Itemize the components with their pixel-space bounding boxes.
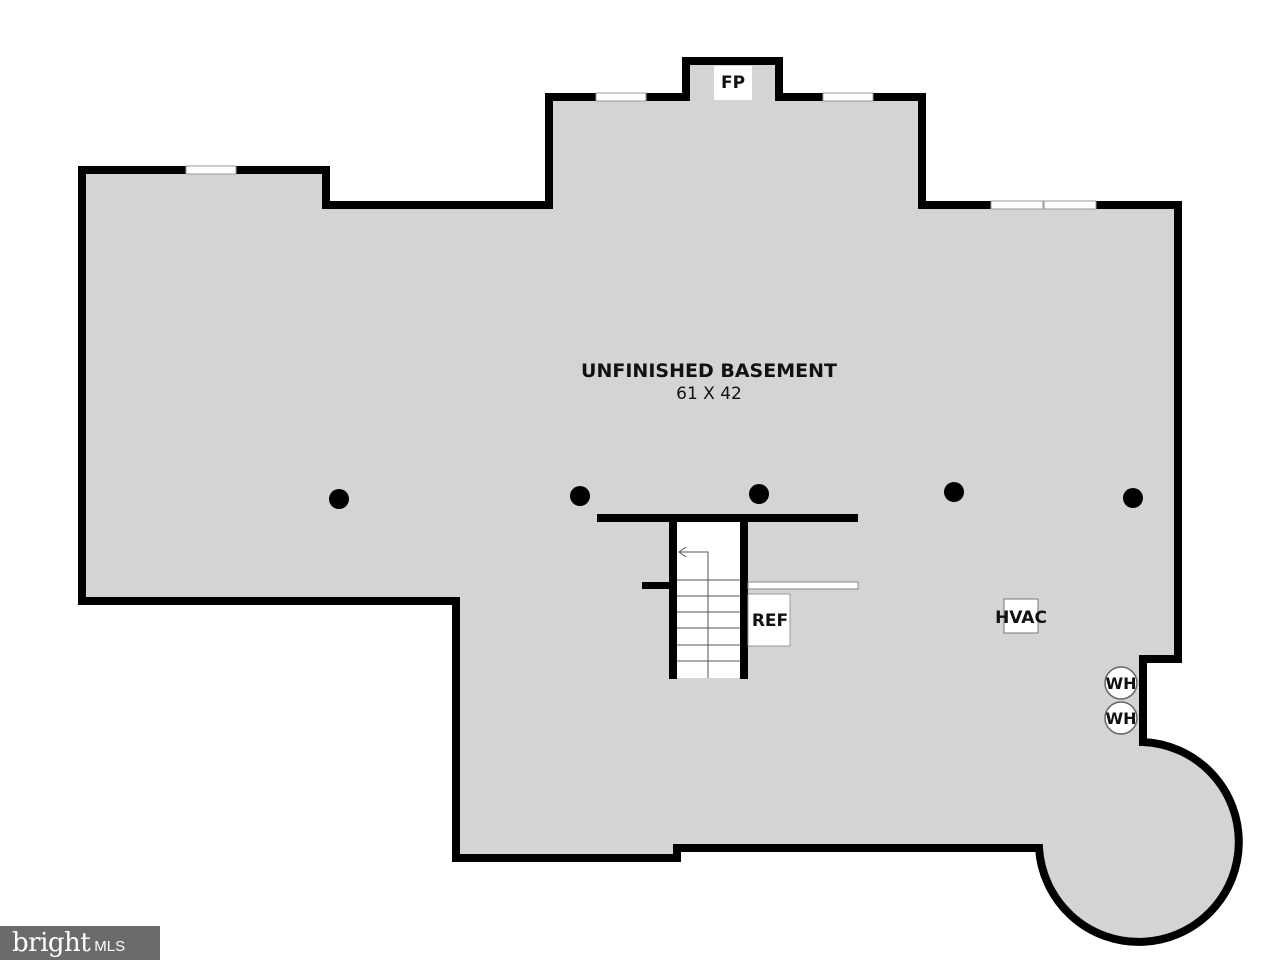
support-columns — [329, 482, 1143, 509]
bright-mls-watermark: bright MLS — [0, 926, 160, 960]
support-column — [749, 484, 769, 504]
stair-wall-top — [597, 514, 858, 522]
counter-shelf — [747, 581, 859, 590]
window-top-right — [822, 92, 874, 102]
stair-wall-right — [740, 522, 748, 679]
refrigerator-box — [747, 593, 791, 647]
room-dimensions: 61 X 42 — [676, 384, 742, 404]
stair-stub-wall — [642, 582, 670, 589]
support-column — [1123, 488, 1143, 508]
water-heater-label: WH — [1105, 674, 1136, 693]
watermark-brand: bright — [12, 928, 91, 958]
window-top-left — [595, 92, 647, 102]
window-left — [185, 165, 237, 175]
support-column — [944, 482, 964, 502]
window-right-a — [990, 200, 1044, 210]
watermark-suffix: MLS — [94, 937, 126, 955]
water-heater — [1104, 666, 1138, 700]
stair-wall-left — [669, 522, 677, 679]
water-heater-label: WH — [1105, 709, 1136, 728]
hvac-label: HVAC — [995, 608, 1047, 628]
basement-floor — [78, 57, 1243, 946]
windows — [185, 92, 1097, 210]
staircase — [597, 514, 858, 679]
support-column — [570, 486, 590, 506]
support-column — [329, 489, 349, 509]
refrigerator-label: REF — [752, 611, 788, 631]
refrigerator — [747, 581, 859, 647]
water-heaters: WH WH — [1104, 666, 1138, 735]
fireplace — [714, 66, 752, 100]
fireplace-label: FP — [721, 73, 745, 93]
hvac-unit — [1003, 598, 1039, 634]
water-heater — [1104, 701, 1138, 735]
room-name: UNFINISHED BASEMENT — [581, 360, 837, 382]
stair-treads — [677, 546, 740, 678]
window-right-b — [1043, 200, 1097, 210]
